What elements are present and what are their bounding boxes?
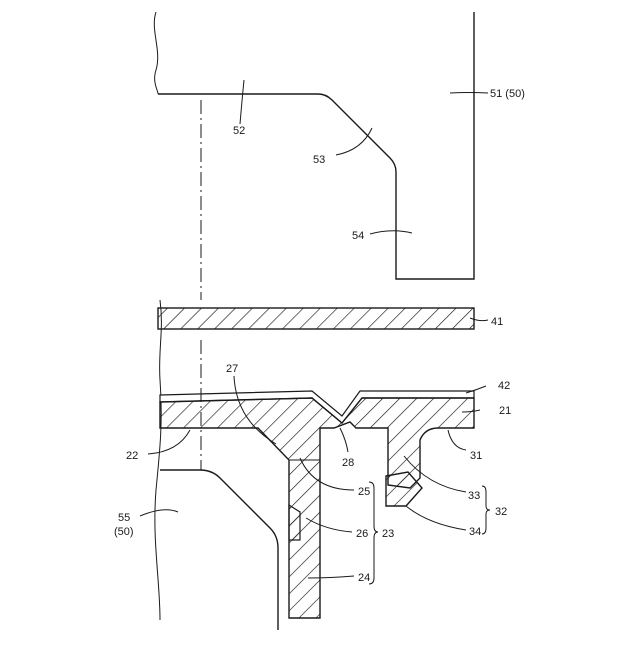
leader-53	[336, 128, 372, 155]
label-28: 28	[342, 457, 354, 469]
sheet-41	[158, 308, 474, 329]
leader-34	[406, 506, 466, 530]
label-23: 23	[382, 528, 394, 540]
label-42: 42	[498, 380, 510, 392]
bracket-23	[369, 482, 378, 584]
label-55: 55	[118, 512, 130, 524]
lower-left-break-line	[155, 300, 162, 620]
label-31: 31	[470, 450, 482, 462]
leader-31	[448, 430, 466, 450]
upper-left-break-line	[154, 12, 158, 94]
label-24: 24	[358, 572, 370, 584]
label-27: 27	[226, 363, 238, 375]
hatched-body-21	[160, 398, 474, 618]
label-55-group: (50)	[114, 526, 134, 538]
label-26: 26	[356, 528, 368, 540]
label-52: 52	[233, 125, 245, 137]
leader-52	[240, 80, 244, 124]
label-34: 34	[469, 526, 481, 538]
leader-55	[140, 510, 178, 516]
label-22: 22	[126, 450, 138, 462]
lower-body	[155, 300, 474, 630]
label-25: 25	[358, 486, 370, 498]
label-53: 53	[313, 154, 325, 166]
upper-tool-outline	[158, 12, 474, 279]
leader-22	[148, 430, 190, 454]
label-41: 41	[491, 316, 503, 328]
sheet-41-body	[158, 308, 474, 329]
label-33: 33	[468, 490, 480, 502]
label-32: 32	[495, 506, 507, 518]
bracket-32	[482, 486, 490, 534]
lip-26	[289, 505, 300, 540]
lower-left-contour	[160, 470, 278, 630]
leader-28	[340, 428, 348, 452]
label-51: 51 (50)	[490, 88, 525, 100]
leader-51	[450, 93, 488, 94]
label-54: 54	[352, 230, 364, 242]
leader-42	[466, 386, 486, 393]
leader-54	[370, 231, 412, 234]
label-21: 21	[499, 405, 511, 417]
